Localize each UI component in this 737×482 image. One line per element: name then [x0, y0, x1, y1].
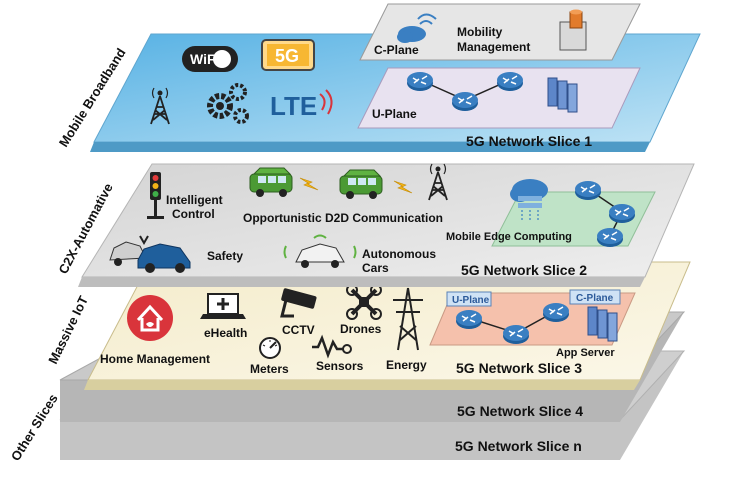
cloud-wifi-icon	[397, 13, 437, 43]
cctv-icon	[280, 288, 317, 318]
layer-slice-2: 5G Network Slice 2 Intelligent Control O…	[78, 163, 695, 287]
d2d-label: Opportunistic D2D Communication	[243, 211, 443, 225]
slice-n-label: 5G Network Slice n	[455, 438, 582, 454]
sensor-icon	[312, 334, 352, 359]
mec-label: Mobile Edge Computing	[446, 231, 572, 243]
home-management-label: Home Management	[100, 352, 210, 366]
home-management-icon	[127, 295, 173, 341]
router-icon	[542, 302, 570, 323]
layer-slice-3: 5G Network Slice 3 Home Management eHeal…	[84, 261, 691, 390]
slice-3-label: 5G Network Slice 3	[456, 360, 582, 376]
iot-uplane-label: U-Plane	[452, 295, 490, 306]
side-label-other: Other Slices	[8, 391, 61, 463]
lte-label: LTE	[270, 91, 317, 121]
sensors-label: Sensors	[316, 359, 364, 373]
traffic-light-icon	[147, 172, 164, 219]
slice-4-label: 5G Network Slice 4	[457, 403, 583, 419]
router-icon	[496, 71, 524, 92]
wifi-icon: WiFi	[182, 46, 238, 72]
router-icon	[596, 227, 624, 248]
router-icon	[608, 203, 636, 224]
wifi-label: WiFi	[190, 51, 219, 67]
iot-cplane-label: C-Plane	[576, 293, 614, 304]
energy-pylon-icon	[393, 287, 423, 351]
autonomous-label-1: Autonomous	[362, 247, 436, 261]
autonomous-label-2: Cars	[362, 261, 389, 275]
car-crash-icon	[109, 235, 191, 273]
intelligent-label-1: Intelligent	[166, 193, 223, 207]
iot-core-panel: U-Plane C-Plane App Server	[429, 289, 636, 359]
uplane-label: U-Plane	[372, 107, 417, 121]
safety-label: Safety	[207, 249, 243, 263]
gears-icon	[207, 83, 249, 124]
mobility-label-1: Mobility	[457, 25, 503, 39]
uplane-panel: U-Plane	[357, 67, 641, 129]
router-icon	[502, 324, 530, 345]
cloud-server-icon	[510, 179, 548, 222]
autonomous-car-icon	[283, 234, 357, 268]
energy-label: Energy	[386, 358, 427, 372]
cplane-panel: C-Plane Mobility Management	[359, 3, 641, 61]
router-icon	[406, 71, 434, 92]
meters-label: Meters	[250, 362, 289, 376]
ehealth-icon	[200, 293, 246, 319]
slice-1-label: 5G Network Slice 1	[466, 133, 592, 149]
meter-icon	[259, 337, 281, 359]
router-icon	[455, 309, 483, 330]
mec-panel: Mobile Edge Computing	[446, 179, 656, 248]
ehealth-label: eHealth	[204, 326, 247, 340]
layer-slice-1: 5G Network Slice 1 WiFi 5G LTE	[90, 3, 701, 152]
app-server-label: App Server	[556, 347, 615, 359]
lte-logo: LTE	[270, 89, 333, 121]
router-icon	[574, 180, 602, 201]
cctv-label: CCTV	[282, 323, 315, 337]
five-g-label: 5G	[275, 46, 299, 66]
slice-2-label: 5G Network Slice 2	[461, 262, 587, 278]
cplane-label: C-Plane	[374, 43, 419, 57]
side-label-massive-iot: Massive IoT	[45, 293, 91, 366]
drones-label: Drones	[340, 322, 382, 336]
phone-5g-icon: 5G	[261, 39, 315, 71]
intelligent-label-2: Control	[172, 207, 215, 221]
database-server-icon	[559, 9, 587, 51]
mobility-label-2: Management	[457, 40, 530, 54]
router-icon	[451, 91, 479, 112]
